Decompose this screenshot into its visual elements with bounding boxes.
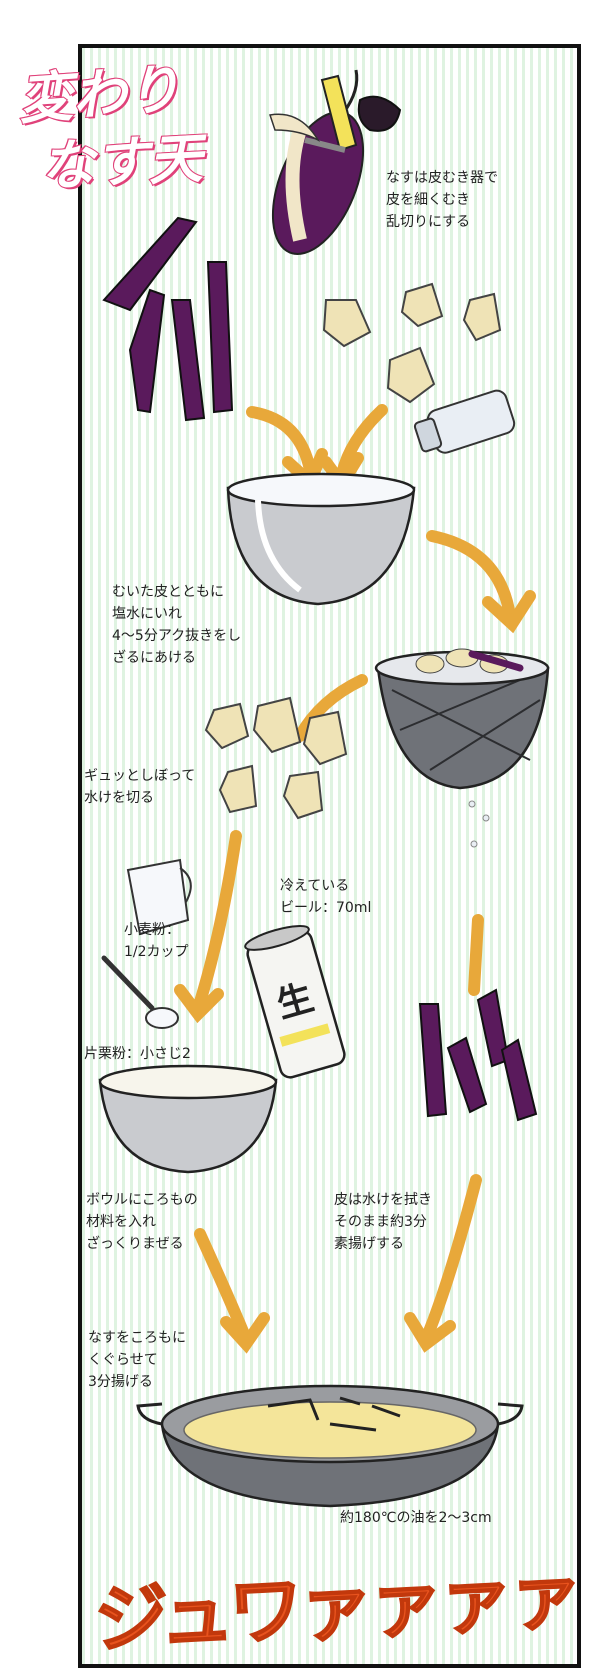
eggplant-with-peeler-icon xyxy=(269,69,402,255)
measuring-cup-icon xyxy=(126,858,192,936)
caption-line: 皮を細くむき xyxy=(386,192,470,208)
caption-line: 皮は水けを拭き xyxy=(334,1192,432,1208)
caption-line: ボウルにころもの xyxy=(86,1192,198,1208)
caption-line: 塩水にいれ xyxy=(112,606,182,622)
arrow-to-batter-bowl-icon xyxy=(174,830,242,1024)
salt-water-bowl-icon xyxy=(226,472,416,606)
caption-line: 素揚げする xyxy=(334,1236,404,1252)
caption-line: ざっくりまぜる xyxy=(86,1236,184,1252)
caption-line: 水けを切る xyxy=(84,790,154,806)
squeezed-eggplant-chunks-icon xyxy=(204,696,348,820)
salt-shaker-icon xyxy=(413,389,516,454)
caption-line: くぐらせて xyxy=(88,1352,158,1368)
arrows-into-pot-icon xyxy=(194,914,484,1354)
eggplant-chunks-icon xyxy=(322,282,502,404)
caption-line: そのまま約3分 xyxy=(334,1214,427,1230)
strainer-icon xyxy=(374,648,550,848)
caption-line: 3分揚げる xyxy=(88,1374,153,1390)
caption-line: 材料を入れ xyxy=(86,1214,156,1230)
caption-line: 乱切りにする xyxy=(386,214,471,230)
caption-line: なすをころもに xyxy=(88,1330,186,1346)
caption-line: 小麦粉： xyxy=(124,922,180,938)
caption-line: ギュッとしぼって xyxy=(84,768,196,784)
measuring-spoon-icon xyxy=(101,955,179,1029)
caption-line: むいた皮とともに xyxy=(112,584,224,600)
caption-line: 4～5分アク抜きをし xyxy=(112,628,242,644)
caption-line: 冷えている xyxy=(280,878,350,894)
caption-line: ざるにあける xyxy=(112,650,196,666)
eggplant-peel-strips-icon xyxy=(102,216,234,422)
frying-pot-icon xyxy=(136,1384,524,1508)
step-potato-starch: 片栗粉：小さじ2 xyxy=(84,1046,191,1062)
fried-peel-strips-icon xyxy=(418,988,538,1122)
batter-bowl-icon xyxy=(98,1064,278,1174)
caption-line: なすは皮むき器で xyxy=(386,170,498,186)
step-oil: 約180℃の油を2～3cm xyxy=(340,1510,492,1526)
caption-line: 1/2カップ xyxy=(124,944,189,960)
arrow-to-strainer-icon xyxy=(426,530,536,634)
arrow-from-strainer-icon xyxy=(294,674,368,742)
beer-can-icon: 生 xyxy=(244,925,346,1079)
recipe-title-line-2: なす天 xyxy=(38,125,205,199)
caption-line: ビール：70ml xyxy=(280,900,372,916)
